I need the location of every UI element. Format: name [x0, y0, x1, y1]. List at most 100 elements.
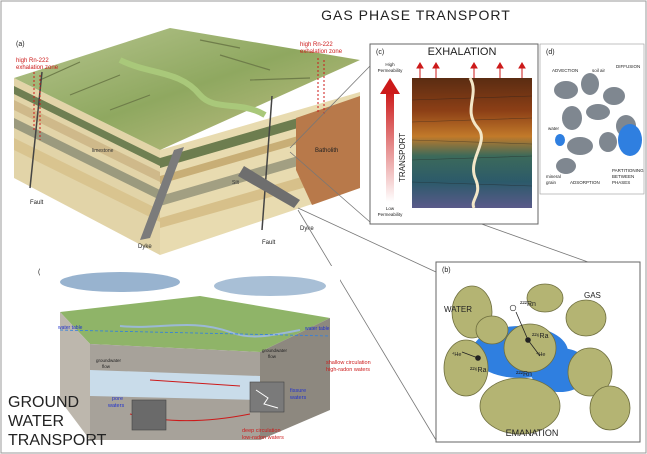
grain-cluster: [554, 73, 636, 174]
dyke-left: [140, 147, 184, 240]
fault-line-right: [261, 95, 273, 231]
partition-label-3: PHASES: [612, 180, 630, 185]
cloud-left: [60, 272, 180, 292]
water-label: water: [548, 126, 560, 131]
mineral-label-1: mineral: [546, 174, 561, 179]
fissure-label-2: waters: [289, 395, 306, 401]
panel-a-tag: (a): [16, 41, 25, 48]
shallow-label-2: high-radon waters: [326, 367, 370, 373]
shallow-flow-arrows: [149, 379, 241, 387]
gw-terrain: [60, 296, 330, 352]
stratum-band-1: [14, 86, 160, 166]
stratum-band-4: [14, 138, 160, 222]
dyke-right-label: Dyke: [300, 226, 314, 232]
rn-atom-top: [509, 304, 517, 312]
panel-c-tag: (c): [376, 49, 384, 56]
low-perm-label-1: Low: [386, 206, 395, 211]
fault-right-label: Fault: [262, 240, 276, 246]
deep-label-1: deep circulation: [242, 428, 281, 434]
gw-right-label-2: flow: [268, 354, 277, 359]
partition-label-2: BETWEEN: [612, 174, 634, 179]
gas-up-arrows: [416, 62, 526, 78]
partition-label-1: PARTITIONING: [612, 168, 644, 173]
pore-label-2: waters: [107, 403, 124, 409]
high-perm-label-1: High: [385, 62, 395, 67]
mineral-grains: [443, 283, 631, 435]
connector-to-c: [289, 65, 371, 149]
panel-c-exhalation: (c) EXHALATION TRANSPORT High Permeabili…: [369, 43, 539, 225]
panel-b-emanation: (b) WATER GAS ²²²Rn ²²⁶Ra ²²⁶Ra ²²²Rn ⁴H…: [435, 261, 641, 443]
diffusion-label: DIFFUSION: [616, 64, 640, 69]
soil-air-label: soil air: [592, 68, 606, 73]
advection-label: ADVECTION: [552, 68, 578, 73]
gw-left-face: [60, 312, 90, 440]
gw-flow-label-2: flow: [102, 364, 111, 369]
exhalation-arrows-right: [317, 58, 325, 116]
zone-right-label-1: high Rn-222: [300, 42, 333, 48]
water-table-left-label: water table: [58, 325, 83, 331]
fracture-path: [468, 77, 483, 209]
fissure-crack: [255, 389, 279, 409]
terrain-surface: [14, 28, 360, 150]
transport-axis-label: TRANSPORT: [398, 133, 407, 182]
panel-d-tag: (d): [546, 49, 555, 56]
transport-arrow-head: [380, 78, 400, 94]
fault-left-label: Fault: [30, 200, 44, 206]
he-left-label: ⁴He: [452, 351, 461, 358]
rn-bottom-label: ²²²Rn: [516, 371, 532, 378]
ra-mid-label: ²²⁶Ra: [532, 333, 549, 340]
panel-e-groundwater: (e) water table water table groundwater …: [38, 266, 371, 441]
zone-left-label-2: exhalation zone: [16, 65, 59, 71]
batholith-label: Batholith: [315, 148, 338, 154]
silt-label: Silt: [232, 180, 240, 186]
dyke-left-label: Dyke: [138, 244, 152, 250]
batholith-body: [296, 96, 360, 205]
low-perm-label-2: Permeability: [378, 212, 404, 217]
connector-to-b: [297, 207, 437, 273]
panel-a-block-diagram: (a) high Rn-222 exhalation zone high Rn-…: [14, 28, 360, 255]
adsorption-label: ADSORPTION: [570, 180, 600, 185]
recoil-arrows: [461, 311, 541, 359]
ground-water-label-line-1: GROUND: [8, 394, 79, 411]
pore-label-1: pore: [112, 396, 123, 402]
figure-title: GAS PHASE TRANSPORT: [321, 7, 511, 23]
zone-right-label-2: exhalation zone: [300, 49, 343, 55]
transport-arrow-shaft: [386, 92, 394, 202]
water-table-right-label: water table: [305, 326, 330, 332]
gw-flow-label-1: groundwater: [96, 358, 122, 363]
emanation-label: EMANATION: [506, 428, 559, 438]
connector-c-to-b: [475, 221, 589, 263]
shallow-label-1: shallow circulation: [326, 360, 371, 366]
gas-label-b: GAS: [584, 291, 601, 300]
limestone-label: limestone: [92, 148, 114, 154]
gw-river: [119, 324, 301, 338]
gw-right-label-1: groundwater: [262, 348, 288, 353]
deep-label-2: low-radon waters: [242, 435, 284, 441]
panel-b-tag: (b): [442, 267, 451, 274]
panel-c-title: EXHALATION: [428, 46, 497, 58]
he-mid-label: ⁴He: [536, 351, 545, 358]
connector-to-c-2: [289, 151, 371, 223]
water-table-line: [59, 329, 331, 337]
ra-left-label: ²²⁶Ra: [470, 367, 487, 374]
fissure-label-1: fissure: [290, 388, 306, 394]
cloud-right: [214, 276, 326, 296]
pore-inset: [131, 399, 167, 431]
zone-left-label-1: high Rn-222: [16, 58, 49, 64]
panel-d-pore-processes: (d) ADVECTION soil air DIFFUSION water m…: [539, 43, 645, 195]
ground-water-label-line-3: TRANSPORT: [8, 432, 107, 449]
gw-water-zone: [90, 370, 260, 400]
high-perm-label-2: Permeability: [378, 68, 404, 73]
connector-to-b-2: [297, 209, 437, 441]
exhalation-arrows-left: [33, 72, 41, 140]
stratum-band-2: [14, 100, 160, 182]
ground-water-label-line-2: WATER: [8, 413, 64, 430]
ridge-lines: [39, 39, 311, 111]
water-label-b: WATER: [444, 305, 472, 314]
dyke-right: [238, 166, 300, 208]
water-films: [555, 124, 642, 156]
stratum-band-3: [14, 118, 160, 200]
mineral-label-2: grain: [546, 180, 557, 185]
river-valley: [118, 57, 267, 118]
